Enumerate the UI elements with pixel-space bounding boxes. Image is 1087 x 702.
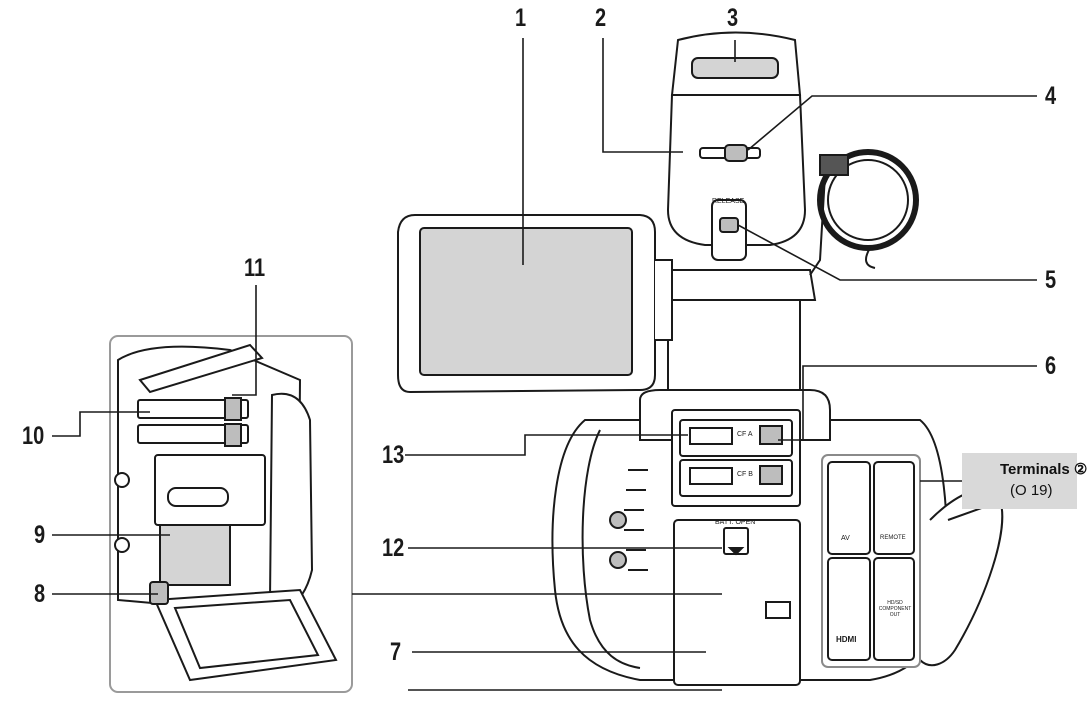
callout-9: 9 <box>34 521 46 549</box>
release-label: RELEASE <box>712 198 745 205</box>
callout-8: 8 <box>34 580 46 608</box>
callout-1: 1 <box>515 4 527 32</box>
leader-4 <box>747 95 1037 151</box>
camcorder-body <box>397 31 1004 686</box>
cf-a-label: CF A <box>737 431 753 438</box>
callout-4: 4 <box>1045 82 1057 110</box>
inset-panel <box>109 335 353 693</box>
callout-11: 11 <box>244 254 266 282</box>
terminals-label: Terminals <box>1000 461 1070 478</box>
leader-6 <box>778 365 1037 441</box>
terminals-title: Terminals ② <box>1000 460 1087 478</box>
callout-6: 6 <box>1045 352 1057 380</box>
terminals-page-ref: (O 19) <box>1010 482 1053 499</box>
leader-10 <box>52 411 150 437</box>
callout-7: 7 <box>390 638 402 666</box>
leader-2 <box>602 38 683 153</box>
callout-2: 2 <box>595 4 607 32</box>
remote-label: REMOTE <box>880 535 906 541</box>
batt-open-label: BATT. OPEN <box>715 519 756 526</box>
callout-13: 13 <box>382 441 405 469</box>
terminals-box <box>962 453 1077 509</box>
terminals-circled-number: ② <box>1073 461 1087 478</box>
cf-b-label: CF B <box>737 471 753 478</box>
callout-5: 5 <box>1045 266 1057 294</box>
leader-11 <box>232 285 257 396</box>
leader-lines <box>52 38 1037 691</box>
card-compartment-inset <box>114 343 338 682</box>
callout-12: 12 <box>382 534 405 562</box>
component-out-label: HD/SD COMPONENT OUT <box>878 600 912 618</box>
leader-13 <box>405 434 688 456</box>
callout-3: 3 <box>727 4 739 32</box>
av-label: AV <box>841 535 850 542</box>
callout-10: 10 <box>22 422 45 450</box>
leader-5 <box>737 224 1037 281</box>
hdmi-label: HDMI <box>836 635 857 644</box>
